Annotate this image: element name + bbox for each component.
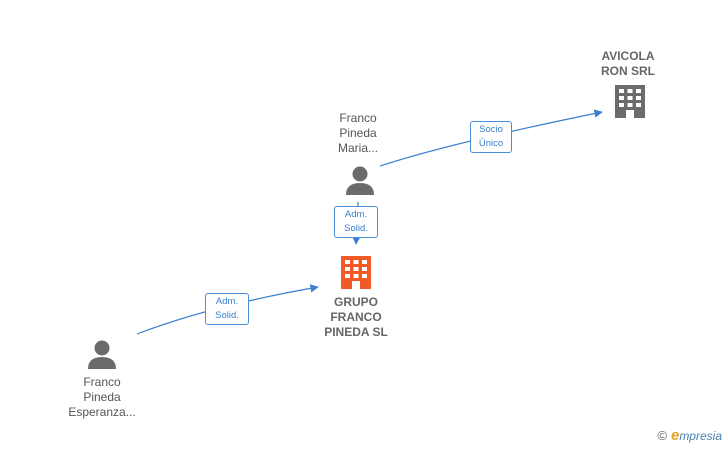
relation-badge-adm-solid: Adm. Solid. — [205, 293, 249, 325]
building-icon[interactable] — [615, 85, 645, 118]
person-icon[interactable] — [88, 340, 116, 370]
relation-badge-adm-solid: Adm. Solid. — [334, 206, 378, 238]
node-label-maria[interactable]: Franco Pineda Maria... — [337, 111, 378, 155]
copyright-icon: © — [657, 428, 667, 443]
node-label-grupo[interactable]: GRUPO FRANCO PINEDA SL — [324, 295, 388, 339]
relation-badge-socio-unico: Socio Único — [470, 121, 512, 153]
person-icon[interactable] — [346, 166, 374, 196]
node-label-esperanza[interactable]: Franco Pineda Esperanza... — [68, 375, 136, 419]
node-label-avicola[interactable]: AVICOLA RON SRL — [601, 49, 655, 78]
empresia-logo: ©empresia — [657, 427, 722, 444]
building-icon[interactable] — [341, 256, 371, 289]
